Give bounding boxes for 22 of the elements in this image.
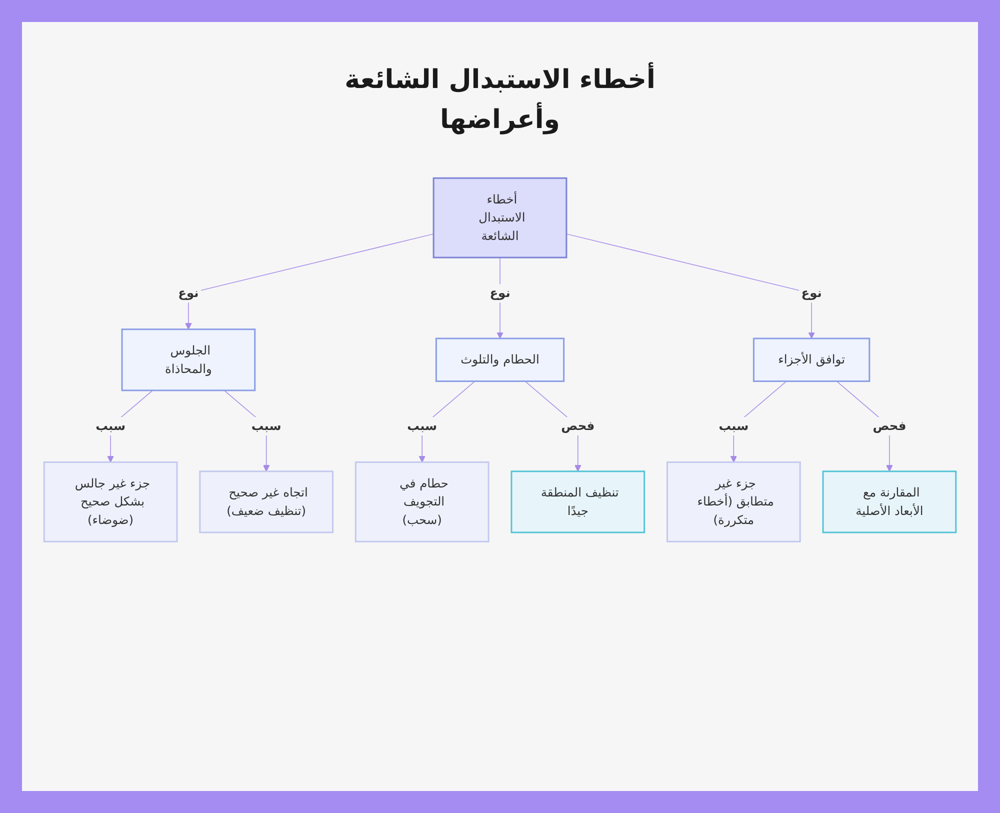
node-box: جزء غير جالس بشكل صحيح (ضوضاء) bbox=[43, 461, 178, 542]
node-box: توافق الأجزاء bbox=[752, 338, 870, 382]
node-box: حطام في التجويف (سحب) bbox=[354, 461, 490, 542]
edge-label: نوع bbox=[490, 286, 510, 300]
edge-label: سبب bbox=[407, 418, 438, 434]
edge-label: فحص bbox=[872, 418, 906, 434]
node-box: تنظيف المنطقة جيدًا bbox=[510, 470, 646, 534]
edge-label: سبب bbox=[718, 418, 749, 434]
node-box: اتجاه غير صحيح (تنظيف ضعيف) bbox=[199, 470, 334, 534]
edge-label: نوع bbox=[801, 286, 822, 300]
edge-label: نوع bbox=[178, 286, 199, 300]
diagram-title: أخطاء الاستبدال الشائعة وأعراضها bbox=[310, 60, 690, 141]
edge-label: سبب bbox=[96, 418, 126, 434]
edge-label: فحص bbox=[561, 418, 595, 434]
arrow bbox=[566, 234, 815, 339]
node-box: الجلوس والمحاذاة bbox=[121, 328, 256, 392]
edge-label: سبب bbox=[251, 418, 282, 434]
node-box: أخطاء الاستبدال الشائعة bbox=[432, 177, 568, 258]
node-box: المقارنة مع الأبعاد الأصلية bbox=[822, 470, 957, 534]
node-box: جزء غير متطابق (أخطاء متكررة) bbox=[666, 461, 801, 542]
node-box: الحطام والتلوث bbox=[435, 338, 565, 382]
arrow bbox=[185, 234, 434, 330]
